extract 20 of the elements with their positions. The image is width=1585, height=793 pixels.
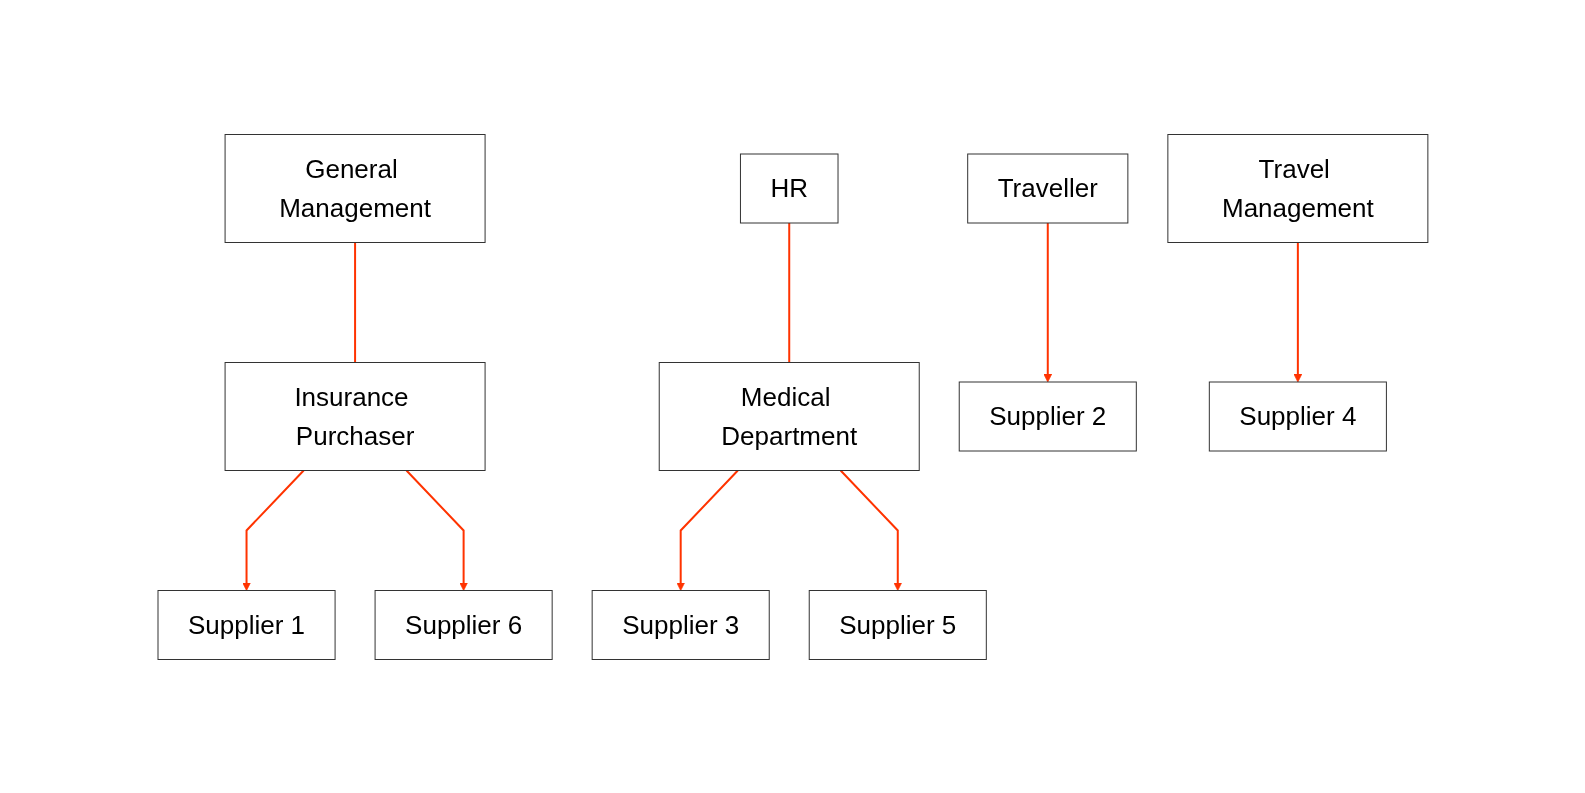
node-box: Medical Department [658,361,920,471]
node-box: Supplier 5 [808,589,987,660]
arrow [1042,221,1052,382]
arrow [241,469,305,591]
node-box: Supplier 3 [591,589,770,660]
connector [787,221,790,363]
node-box: Travel Management [1166,133,1428,243]
arrow [675,469,739,591]
node-box: Supplier 1 [157,589,336,660]
connector [353,241,356,363]
arrow [1293,241,1302,382]
node-box: HR [739,153,839,223]
node-box: Traveller [966,153,1128,223]
node-box: General Management [224,133,486,243]
node-box: Insurance Purchaser [224,361,486,471]
arrow [839,469,902,591]
node-box: Supplier 6 [374,589,553,660]
node-box: Supplier 2 [958,381,1137,451]
arrow [405,469,468,591]
node-box: Supplier 4 [1208,381,1387,451]
